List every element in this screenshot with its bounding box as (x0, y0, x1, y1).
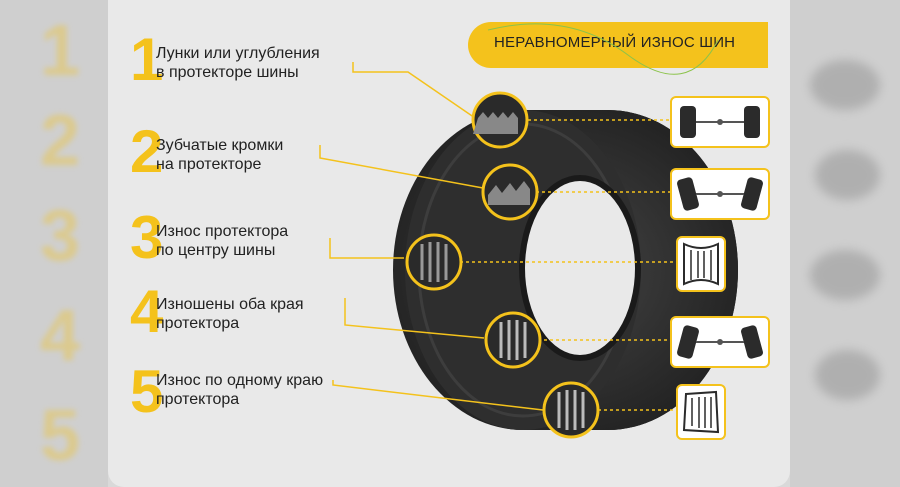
axle-wheels-tilted-icon (670, 168, 770, 220)
zoom-circle-3 (405, 233, 463, 291)
connector-2-left (319, 145, 484, 189)
axle-wheels-icon (670, 96, 770, 148)
item-label-3: Износ протектора по центру шины (156, 223, 289, 259)
blurred-number-3: 3 (40, 196, 81, 276)
blurred-left-backdrop: 1 2 3 4 5 (0, 0, 108, 487)
zoom-circle-5 (542, 381, 600, 439)
blurred-number-2: 2 (40, 101, 81, 181)
blurred-number-1: 1 (40, 11, 81, 91)
tire-profile-edge-wear-icon (676, 384, 726, 440)
tire-hole (522, 178, 638, 358)
tread-both-edges-wear-icon (499, 320, 527, 360)
title-banner (468, 22, 768, 68)
banner-title: НЕРАВНОМЕРНЫЙ ИЗНОС ШИН (494, 34, 736, 51)
tire-illustration (319, 23, 738, 439)
tire-rim-edge (519, 175, 641, 361)
item-number-1: 1 (130, 26, 164, 93)
tread-one-edge-wear-icon (557, 390, 585, 430)
item-number-4: 4 (130, 278, 164, 345)
item-number-3: 3 (130, 204, 164, 271)
zoom-circle-2 (481, 163, 539, 221)
zoom-circle-4 (484, 311, 542, 369)
blurred-number-4: 4 (40, 296, 81, 376)
connector-lines (319, 62, 544, 411)
item-number-5: 5 (130, 358, 164, 425)
content-card: НЕРАВНОМЕРНЫЙ ИЗНОС ШИН (108, 0, 790, 487)
item-number-2: 2 (130, 118, 164, 185)
connector-4-left (344, 298, 485, 339)
blurred-number-5: 5 (40, 396, 81, 476)
connector-1-left (352, 62, 479, 121)
zoom-circle-1 (471, 91, 529, 149)
blurred-right-backdrop (790, 0, 900, 487)
item-label-5: Износ по одному краю протектора (156, 372, 324, 408)
tire-profile-center-wear-icon (676, 236, 726, 292)
item-label-4: Изношены оба края протектора (156, 296, 304, 332)
tread-feathering-icon (488, 181, 530, 205)
tread-center-wear-icon (420, 242, 448, 282)
connector-5-left (332, 380, 544, 411)
connector-dashes (460, 119, 676, 411)
decorative-line (487, 23, 719, 75)
axle-wheels-tilted-icon-2 (670, 316, 770, 368)
item-label-1: Лунки или углубления в протекторе шины (156, 45, 320, 81)
item-label-2: Зубчатые кромки на протекторе (156, 137, 284, 173)
blurred-icon (815, 350, 880, 400)
blurred-icon (810, 60, 880, 110)
connector-3-left (329, 238, 404, 259)
tread-cupping-icon (473, 112, 518, 134)
blurred-icon (810, 250, 880, 300)
blurred-icon (815, 150, 880, 200)
